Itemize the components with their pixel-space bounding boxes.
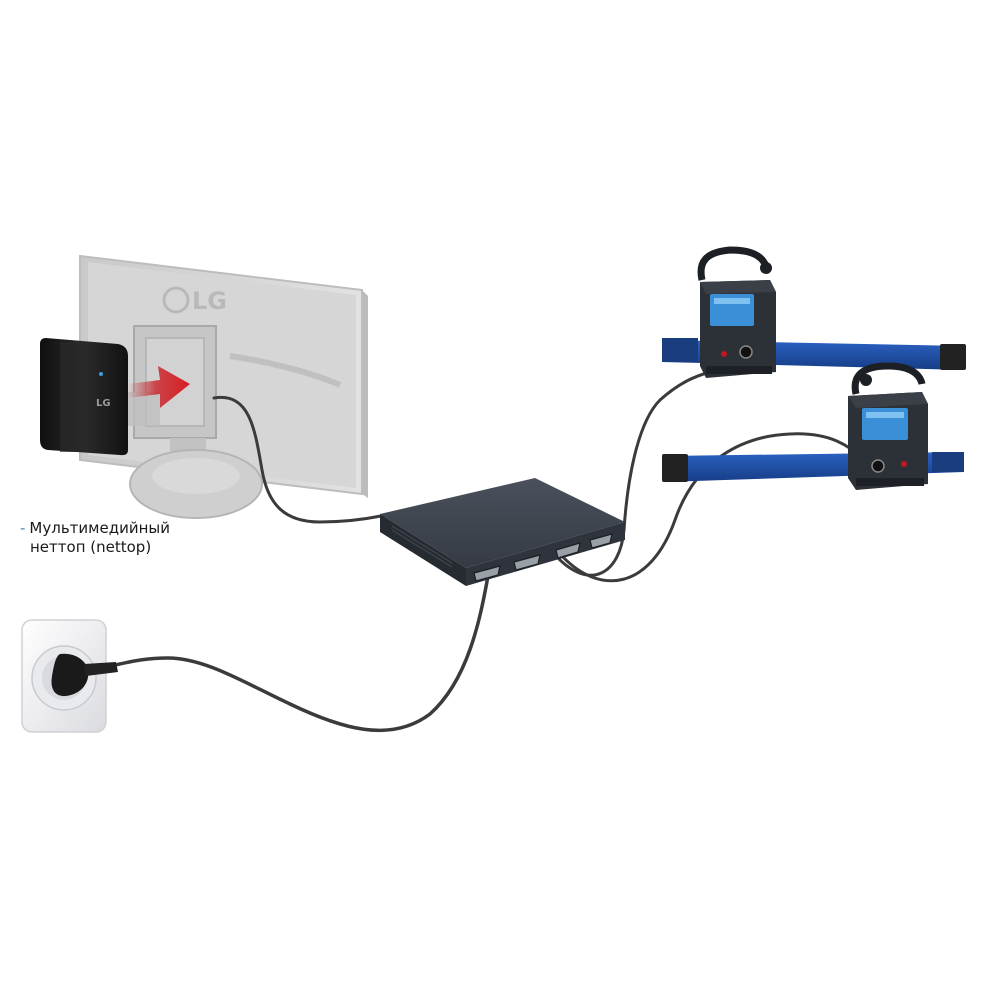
caption-line1: Мультимедийный xyxy=(29,519,170,537)
nettop-brand: LG xyxy=(96,398,111,409)
mount-arrow-icon xyxy=(128,366,190,408)
monitor-brand: LG xyxy=(192,287,227,315)
serial-ports xyxy=(473,533,613,582)
caption-line2: неттоп (nettop) xyxy=(30,538,152,556)
nettop: LG xyxy=(40,338,160,456)
power-plug xyxy=(51,653,118,697)
nettop-caption: -Мультимедийный неттоп (nettop) xyxy=(20,519,220,557)
wall-outlet xyxy=(21,619,118,733)
cable-switch-sensor1 xyxy=(554,370,712,577)
cable-switch-outlet xyxy=(108,574,490,733)
monitor-logo: LG xyxy=(162,286,227,315)
caption-dash: - xyxy=(20,519,26,537)
cables xyxy=(108,370,866,733)
wheel-sensor-2 xyxy=(662,362,964,490)
cable-monitor-switch xyxy=(212,395,388,524)
wheel-sensor-1 xyxy=(662,246,966,378)
network-switch xyxy=(380,478,625,586)
